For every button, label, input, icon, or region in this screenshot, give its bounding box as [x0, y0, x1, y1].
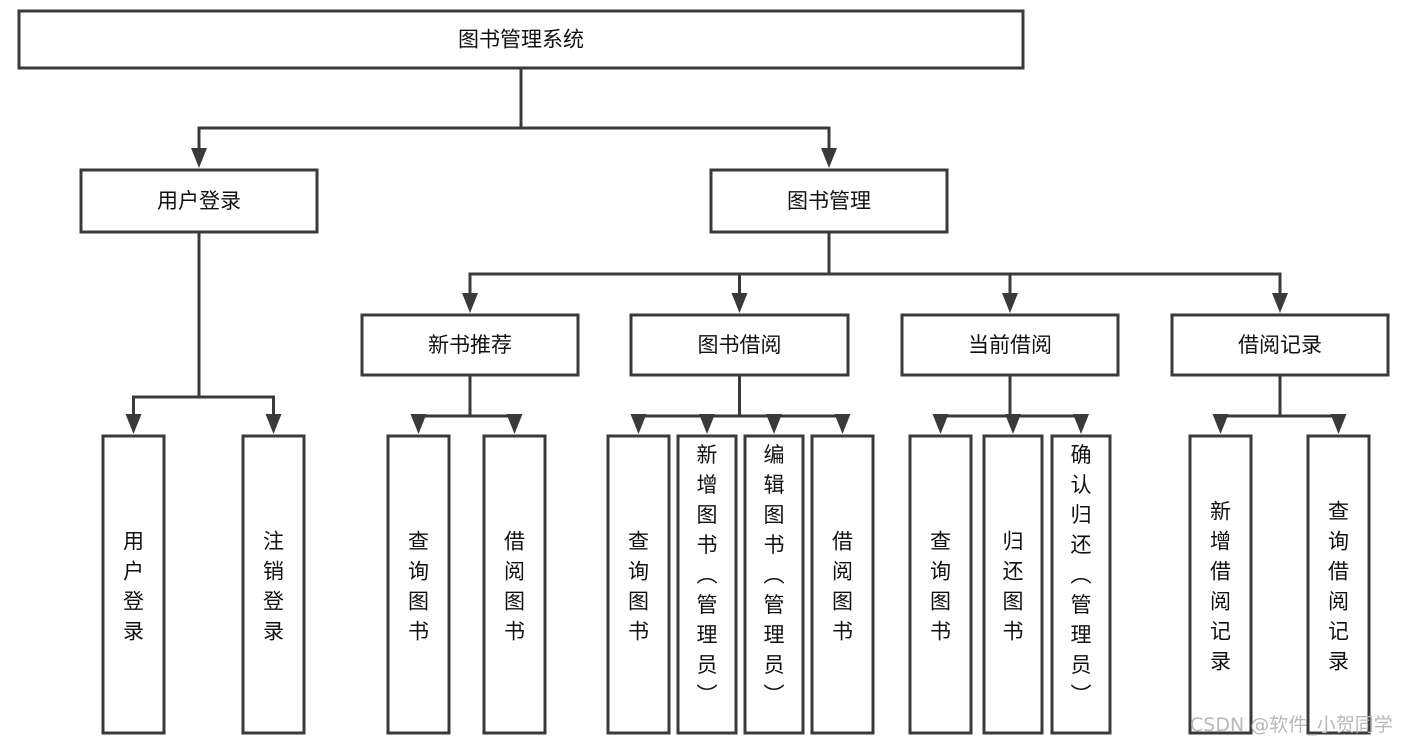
node-leaf-leaf-borrow-query-book-label: 查询图书 — [628, 530, 649, 644]
connector-branch — [468, 272, 829, 293]
connector-branch — [1219, 414, 1280, 418]
node-leaf-leaf-current-confirm-return-box[interactable] — [1050, 434, 1112, 735]
node-level3-new-book-rec[interactable]: 新书推荐 — [360, 313, 580, 377]
node-leaf-leaf-record-add-box[interactable] — [1188, 434, 1253, 735]
node-leaf-leaf-borrow-edit-book-label: 编辑图书︵管理员︶ — [764, 443, 785, 707]
node-leaf-leaf-user-logout[interactable]: 注销登录 — [241, 434, 306, 735]
arrow-head-icon — [731, 293, 748, 313]
csdn-watermark: CSDN @软件_小贺同学 — [1190, 714, 1393, 736]
node-leaf-leaf-rec-query-book-box[interactable] — [386, 434, 451, 735]
node-level2-book-manage[interactable]: 图书管理 — [709, 168, 949, 234]
arrow-head-icon — [834, 414, 851, 434]
node-leaf-leaf-borrow-edit-book[interactable]: 编辑图书︵管理员︶ — [743, 434, 805, 735]
node-level2-book-manage-box[interactable] — [709, 168, 949, 234]
node-leaf-leaf-record-query[interactable]: 查询借阅记录 — [1306, 434, 1371, 735]
node-leaf-leaf-borrow-add-book-box[interactable] — [676, 434, 738, 735]
arrow-head-icon — [699, 414, 715, 434]
node-leaf-leaf-current-query-book[interactable]: 查询图书 — [908, 434, 973, 735]
node-leaf-leaf-current-return-book-box[interactable] — [982, 434, 1044, 735]
arrow-head-icon — [265, 414, 282, 434]
arrow-head-icon — [410, 414, 427, 434]
node-leaf-leaf-user-logout-box[interactable] — [241, 434, 306, 735]
connector-branch — [939, 414, 1010, 418]
node-leaf-leaf-current-query-book-label: 查询图书 — [930, 530, 951, 644]
node-leaf-leaf-rec-query-book[interactable]: 查询图书 — [386, 434, 451, 735]
node-leaf-leaf-borrow-add-book-label: 新增图书︵管理员︶ — [697, 443, 718, 707]
node-leaf-leaf-rec-borrow-book-box[interactable] — [482, 434, 547, 735]
connector-branch — [738, 272, 829, 293]
node-root-system[interactable]: 图书管理系统 — [17, 9, 1025, 70]
node-leaf-leaf-borrow-query-book[interactable]: 查询图书 — [606, 434, 671, 735]
node-leaf-leaf-current-query-book-box[interactable] — [908, 434, 973, 735]
arrow-head-icon — [1005, 414, 1021, 434]
arrow-head-icon — [1073, 414, 1089, 434]
node-level3-current-borrow-label: 当前借阅 — [968, 333, 1052, 357]
node-leaf-leaf-borrow-edit-book-box[interactable] — [743, 434, 805, 735]
node-leaf-leaf-current-confirm-return[interactable]: 确认归还︵管理员︶ — [1050, 434, 1112, 735]
arrow-head-icon — [1002, 293, 1018, 313]
arrow-head-icon — [506, 414, 523, 434]
node-level3-book-borrow[interactable]: 图书借阅 — [629, 313, 850, 377]
arrow-head-icon — [125, 414, 142, 434]
node-level3-book-borrow-label: 图书借阅 — [698, 333, 782, 357]
node-leaf-leaf-user-login-box[interactable] — [101, 434, 166, 735]
connector-branch — [199, 395, 275, 414]
node-leaf-leaf-borrow-add-book[interactable]: 新增图书︵管理员︶ — [676, 434, 738, 735]
arrow-head-icon — [630, 414, 647, 434]
arrow-head-icon — [821, 148, 837, 168]
arrow-head-icon — [1272, 293, 1288, 313]
node-level3-borrow-record[interactable]: 借阅记录 — [1170, 313, 1390, 377]
node-root-system-label: 图书管理系统 — [458, 28, 584, 52]
node-leaf-leaf-record-query-box[interactable] — [1306, 434, 1371, 735]
arrow-head-icon — [1212, 414, 1229, 434]
node-leaf-leaf-current-return-book-label: 归还图书 — [1003, 530, 1024, 644]
node-leaf-leaf-borrow-borrow-book[interactable]: 借阅图书 — [810, 434, 875, 735]
node-level2-book-manage-label: 图书管理 — [787, 189, 871, 213]
node-level3-borrow-record-box[interactable] — [1170, 313, 1390, 377]
node-level3-borrow-record-label: 借阅记录 — [1238, 333, 1322, 357]
node-level3-current-borrow-box[interactable] — [900, 313, 1120, 377]
node-root-system-box[interactable] — [17, 9, 1025, 70]
arrow-head-icon — [191, 148, 207, 168]
node-leaf-leaf-record-add-label: 新增借阅记录 — [1210, 500, 1231, 674]
node-leaf-leaf-current-confirm-return-label: 确认归还︵管理员︶ — [1071, 443, 1092, 707]
connector-lines-group — [125, 68, 1347, 434]
node-leaf-leaf-user-login-label: 用户登录 — [123, 530, 144, 644]
node-leaf-leaf-current-return-book[interactable]: 归还图书 — [982, 434, 1044, 735]
connector-branch — [829, 272, 1282, 293]
node-leaf-leaf-rec-borrow-book[interactable]: 借阅图书 — [482, 434, 547, 735]
node-leaf-leaf-record-add[interactable]: 新增借阅记录 — [1188, 434, 1253, 735]
connector-branch — [521, 126, 831, 148]
arrow-head-icon — [1330, 414, 1347, 434]
node-level3-new-book-rec-box[interactable] — [360, 313, 580, 377]
node-level3-new-book-rec-label: 新书推荐 — [428, 333, 512, 357]
node-level3-book-borrow-box[interactable] — [629, 313, 850, 377]
arrow-head-icon — [462, 293, 478, 313]
connector-branch — [1280, 414, 1340, 418]
node-level2-user-login[interactable]: 用户登录 — [79, 168, 319, 234]
connector-branch — [829, 272, 1012, 293]
connector-branch — [132, 395, 199, 414]
node-leaf-leaf-borrow-borrow-book-box[interactable] — [810, 434, 875, 735]
node-leaf-leaf-user-logout-label: 注销登录 — [263, 530, 284, 644]
node-leaf-leaf-borrow-borrow-book-label: 借阅图书 — [832, 530, 853, 644]
arrow-head-icon — [766, 414, 782, 434]
node-leaf-leaf-rec-borrow-book-label: 借阅图书 — [504, 530, 525, 644]
node-leaf-leaf-borrow-query-book-box[interactable] — [606, 434, 671, 735]
node-level2-user-login-label: 用户登录 — [157, 189, 241, 213]
connector-branch — [739, 414, 844, 418]
node-leaf-leaf-rec-query-book-label: 查询图书 — [408, 530, 429, 644]
connector-branch — [197, 126, 521, 148]
arrow-head-icon — [932, 414, 949, 434]
nodes-group: 图书管理系统用户登录图书管理新书推荐图书借阅当前借阅借阅记录用户登录注销登录查询… — [17, 9, 1390, 735]
node-level3-current-borrow[interactable]: 当前借阅 — [900, 313, 1120, 377]
node-leaf-leaf-record-query-label: 查询借阅记录 — [1328, 500, 1349, 674]
node-level2-user-login-box[interactable] — [79, 168, 319, 234]
node-leaf-leaf-user-login[interactable]: 用户登录 — [101, 434, 166, 735]
